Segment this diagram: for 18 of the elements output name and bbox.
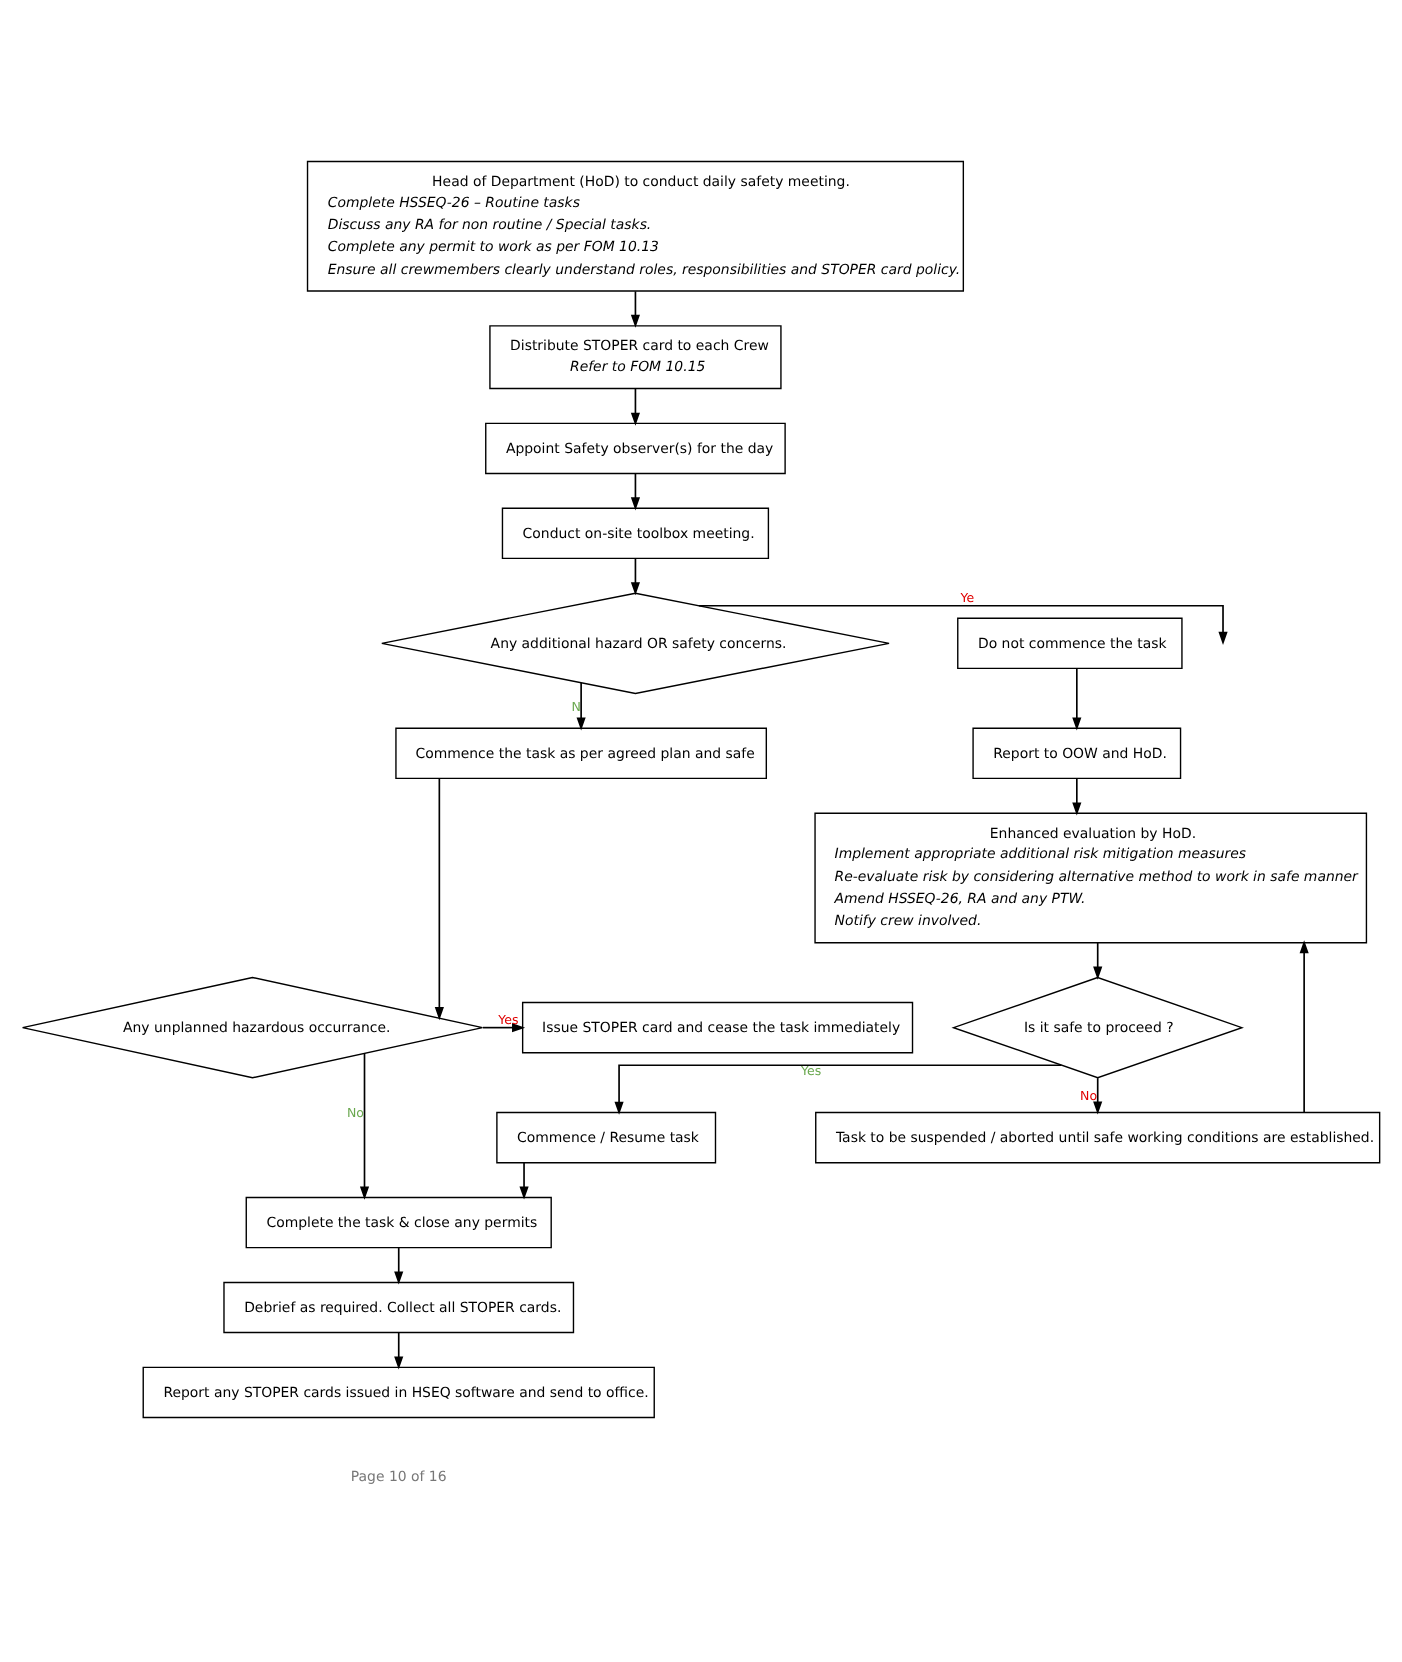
- arrow: [1072, 667, 1082, 730]
- arrow: [394, 1246, 404, 1284]
- arrow: [576, 681, 586, 730]
- arrow: [1093, 940, 1103, 979]
- arrow: [394, 1331, 404, 1369]
- arrow: [359, 1051, 370, 1199]
- arrow: [614, 1063, 1063, 1114]
- arrow: [434, 776, 444, 1020]
- arrow: [630, 386, 640, 425]
- arrow: [482, 1022, 526, 1032]
- arrow: [519, 1161, 529, 1199]
- arrow: [630, 472, 640, 510]
- arrow: [630, 557, 640, 595]
- arrow: [1093, 1076, 1103, 1114]
- arrow: [1299, 939, 1309, 1113]
- arrow: [630, 289, 640, 327]
- arrow: [1072, 776, 1082, 815]
- arrow: [698, 603, 1228, 644]
